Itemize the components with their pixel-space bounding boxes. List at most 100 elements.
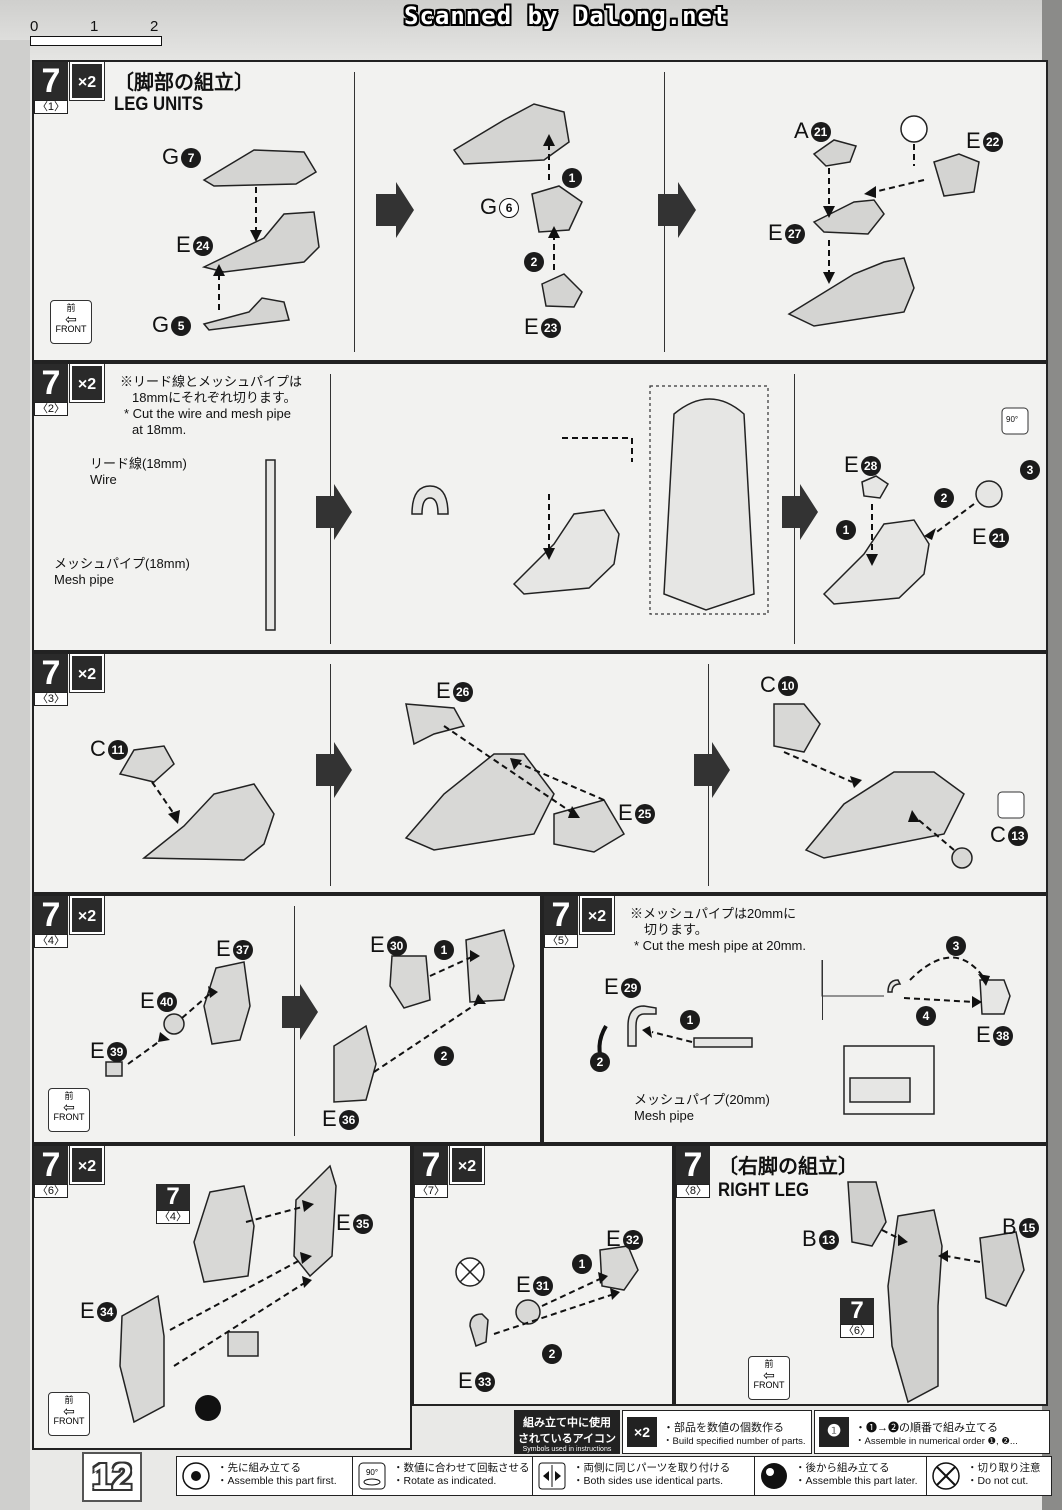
- step-panel-2: 7 〈2〉 ×2 ※リード線とメッシュパイプは 18mmにそれぞれ切ります。 *…: [32, 362, 1048, 652]
- part-wire-loop: [887, 979, 902, 993]
- mesh-pipe-20: [693, 1037, 753, 1048]
- step-badge: 7 〈3〉 ×2: [34, 654, 105, 706]
- part-e28: [861, 475, 889, 499]
- step7-drawings: [455, 1245, 639, 1348]
- reference-step-6: 7 〈6〉: [840, 1298, 874, 1338]
- step5-drawings: [597, 956, 1011, 1115]
- part-c11: [118, 745, 175, 783]
- order-2: 2: [540, 1340, 562, 1366]
- order-3: 3: [944, 932, 966, 958]
- rotate-icon: [1001, 407, 1029, 435]
- symbol-legend: 組み立て中に使用 されているアイコン Symbols used in instr…: [514, 1410, 1050, 1454]
- part-e33: [469, 1313, 489, 1348]
- order-2: 2: [522, 248, 544, 274]
- icon-assemble-later: ・後から組み立てる・Assemble this part later.: [755, 1457, 927, 1495]
- part-e27: [812, 199, 885, 235]
- legend-heading: 組み立て中に使用 されているアイコン Symbols used in instr…: [514, 1410, 620, 1454]
- part-body-3a: [141, 783, 275, 861]
- part-e31: [515, 1299, 541, 1325]
- scan-shadow-top: [0, 0, 1062, 60]
- step6-drawings: [119, 1164, 337, 1424]
- part-e26: [405, 703, 466, 746]
- part-e21: [975, 480, 1003, 508]
- part-e23: [541, 273, 583, 308]
- step-title-en: LEG UNITS: [114, 94, 204, 115]
- order-4: 4: [914, 1002, 936, 1028]
- step-number: 7: [34, 1146, 68, 1184]
- front-indicator: 前 ⇦ FRONT: [48, 1392, 90, 1436]
- step-number: 7: [34, 654, 68, 692]
- order-1: 1: [834, 516, 856, 542]
- step-badge: 7 〈7〉 ×2: [414, 1146, 485, 1198]
- part-body-3c: [804, 771, 965, 859]
- step-substep: 〈3〉: [34, 692, 68, 706]
- step-panel-1: 7 〈1〉 ×2 〔脚部の組立〕 LEG UNITS: [32, 60, 1048, 362]
- step-panel-5: 7 〈5〉 ×2 ※メッシュパイプは20mmに 切ります。 * Cut the …: [542, 894, 1048, 1144]
- part-b15: [979, 1231, 1025, 1307]
- step-substep: 〈5〉: [544, 934, 578, 948]
- part-g7: [202, 149, 318, 187]
- multiplier-badge: ×2: [69, 364, 105, 403]
- front-indicator: 前 ⇦ FRONT: [50, 300, 92, 344]
- order-1: 1: [432, 936, 454, 962]
- legend-order: ❶ ・❶→❷の順番で組み立てる ・Assemble in numerical o…: [814, 1410, 1050, 1454]
- icon-both-sides: ・両側に同じパーツを取り付ける・Both sides use identical…: [533, 1457, 755, 1495]
- part-g6-upper: [452, 103, 570, 165]
- part-e39: [105, 1061, 123, 1077]
- step8-drawings: [847, 1181, 1025, 1404]
- multiplier-badge: ×2: [69, 62, 105, 101]
- both-sides-icon: [538, 1462, 566, 1490]
- cut-note: ※メッシュパイプは20mmに 切ります。 * Cut the mesh pipe…: [630, 906, 806, 953]
- order-3: 3: [1018, 456, 1040, 482]
- step1-drawings: [201, 103, 980, 331]
- ruler-tick-1: 1: [90, 18, 99, 35]
- step-number: 7: [414, 1146, 448, 1184]
- both-sides-icon: [997, 791, 1025, 819]
- scan-shadow-left: [0, 40, 30, 1510]
- part-g5: [202, 297, 290, 331]
- multiplier-badge: ×2: [69, 896, 105, 935]
- icon-assemble-first: ・先に組み立てる・Assemble this part first.: [177, 1457, 353, 1495]
- step2-drawings: [265, 385, 1029, 631]
- step-panel-3: 7 〈3〉 ×2: [32, 652, 1048, 894]
- part-leg-assembly-2: [822, 519, 930, 605]
- multiplier-badge: ×2: [69, 654, 105, 693]
- part-assembly-4: [465, 929, 515, 1003]
- part-lower-assembly: [787, 257, 915, 327]
- assemble-first-icon: [900, 115, 928, 143]
- wire-label: リード線(18mm)Wire: [90, 456, 187, 487]
- step-number: 7: [34, 62, 68, 100]
- part-e22: [933, 153, 980, 197]
- assemble-later-icon: [195, 1395, 221, 1421]
- part-small: [227, 1331, 259, 1357]
- reference-step-4: 7 〈4〉: [156, 1184, 190, 1224]
- step-title-jp: 〔右脚の組立〕: [718, 1156, 858, 1178]
- part-e30: [389, 955, 431, 1009]
- icon-do-not-cut: ・切り取り注意・Do not cut.: [927, 1457, 1051, 1495]
- part-e29: [627, 1005, 657, 1047]
- closeup-frame: [649, 385, 769, 615]
- part-c10: [773, 703, 821, 753]
- order-2: 2: [588, 1048, 610, 1074]
- multiplier-badge: ×2: [69, 1146, 105, 1185]
- step-title-jp: 〔脚部の組立〕: [114, 72, 254, 94]
